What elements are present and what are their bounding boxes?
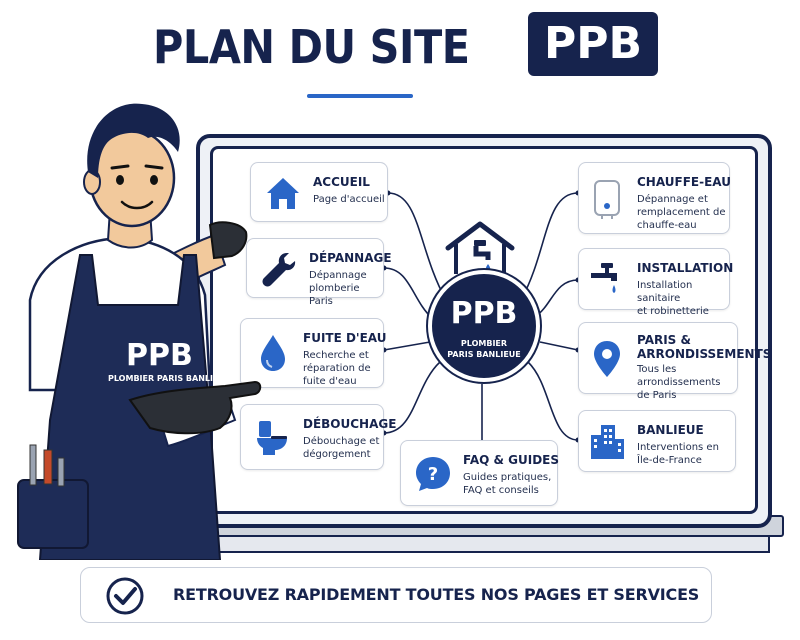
house-faucet-icon: [445, 221, 515, 274]
svg-text:?: ?: [428, 464, 438, 485]
node-paris-arrondissements[interactable]: PARIS &ARRONDISSEMENTS Tous les arrondis…: [578, 322, 771, 401]
hub-title: PPB: [450, 296, 518, 331]
node-title: FUITE D'EAU: [303, 331, 387, 345]
water-heater-icon: [594, 180, 620, 219]
check-circle-icon: [106, 577, 144, 615]
plumber-mascot: [17, 103, 262, 560]
apron-brand: PPB: [126, 338, 193, 373]
hub-subtitle: PLOMBIER PARIS BANLIEUE: [447, 339, 521, 359]
footer-text: RETROUVEZ RAPIDEMENT TOUTES NOS PAGES ET…: [173, 585, 700, 604]
buildings-icon: [591, 425, 624, 459]
apron-subtitle: PLOMBIER PARIS BANLIEUE: [108, 374, 231, 383]
node-title: PARIS &ARRONDISSEMENTS: [637, 333, 772, 361]
node-description: Page d'accueil: [313, 194, 385, 205]
node-title: CHAUFFE-EAU: [637, 175, 731, 189]
faucet-icon: [591, 263, 617, 293]
question-bubble-icon: ?: [416, 457, 450, 491]
node-title: INSTALLATION: [637, 261, 734, 275]
node-title: FAQ & GUIDES: [463, 453, 559, 467]
toilet-icon: [257, 421, 287, 455]
title-underline: [307, 94, 413, 98]
node-title: BANLIEUE: [637, 423, 704, 437]
node-title: DÉPANNAGE: [309, 251, 392, 265]
footer-banner: RETROUVEZ RAPIDEMENT TOUTES NOS PAGES ET…: [80, 567, 712, 623]
title-badge: PPB: [528, 12, 658, 76]
wrench-icon: [262, 253, 296, 287]
page-header: PLAN DU SITE PPB: [0, 12, 800, 98]
node-description: Guides pratiques,FAQ et conseils: [463, 472, 552, 496]
hub-node[interactable]: PPB PLOMBIER PARIS BANLIEUE: [428, 270, 540, 382]
map-pin-icon: [594, 341, 620, 377]
node-accueil[interactable]: ACCUEIL Page d'accueil: [250, 162, 388, 222]
node-title: ACCUEIL: [313, 175, 370, 189]
node-title: DÉBOUCHAGE: [303, 417, 397, 431]
house-icon: [267, 178, 299, 209]
water-drop-icon: [261, 335, 285, 371]
node-faq-guides[interactable]: ? FAQ & GUIDES Guides pratiques,FAQ et c…: [400, 440, 559, 506]
page-title: PLAN DU SITE: [153, 20, 470, 74]
